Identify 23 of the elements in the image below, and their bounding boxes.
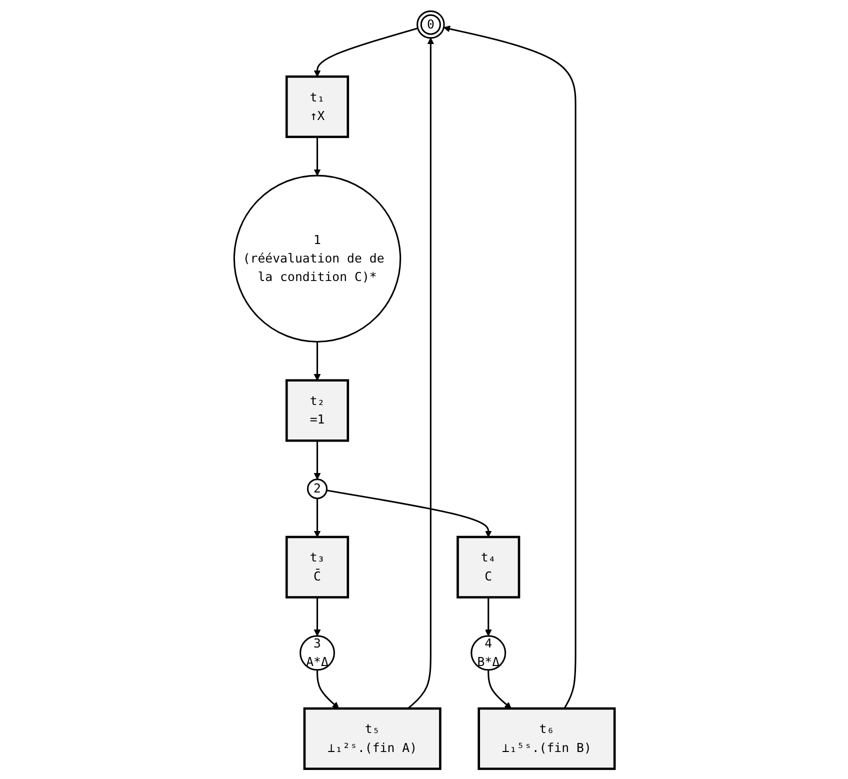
node-box: t₁ ↑X [285,74,349,138]
arrow [313,596,320,636]
arrow [443,25,576,708]
arrow [313,440,320,480]
node-box: t₂ =1 [285,378,349,442]
arrow [313,136,320,176]
node-box: t₅ ⊥₁²ˢ.(fin A) [302,706,441,770]
arrow [313,341,320,380]
arrow [487,669,512,708]
node-box: t₆ ⊥₁⁵ˢ.(fin B) [477,706,616,770]
node-circle: 0 [416,10,444,38]
arrow [313,27,418,76]
node-box: t₃ C̄ [285,535,349,598]
arrow [316,669,339,708]
node-circle: 4 B*Δ [470,634,506,670]
arrow [313,498,320,537]
node-circle: 1 (réévaluation de de la condition C)* [233,174,401,342]
node-circle: 3 A*Δ [299,634,335,670]
node-box: t₄ C [456,535,520,598]
arrow [326,489,492,537]
arrow [407,37,434,709]
arrow [484,596,492,636]
node-circle: 2 [306,478,328,499]
